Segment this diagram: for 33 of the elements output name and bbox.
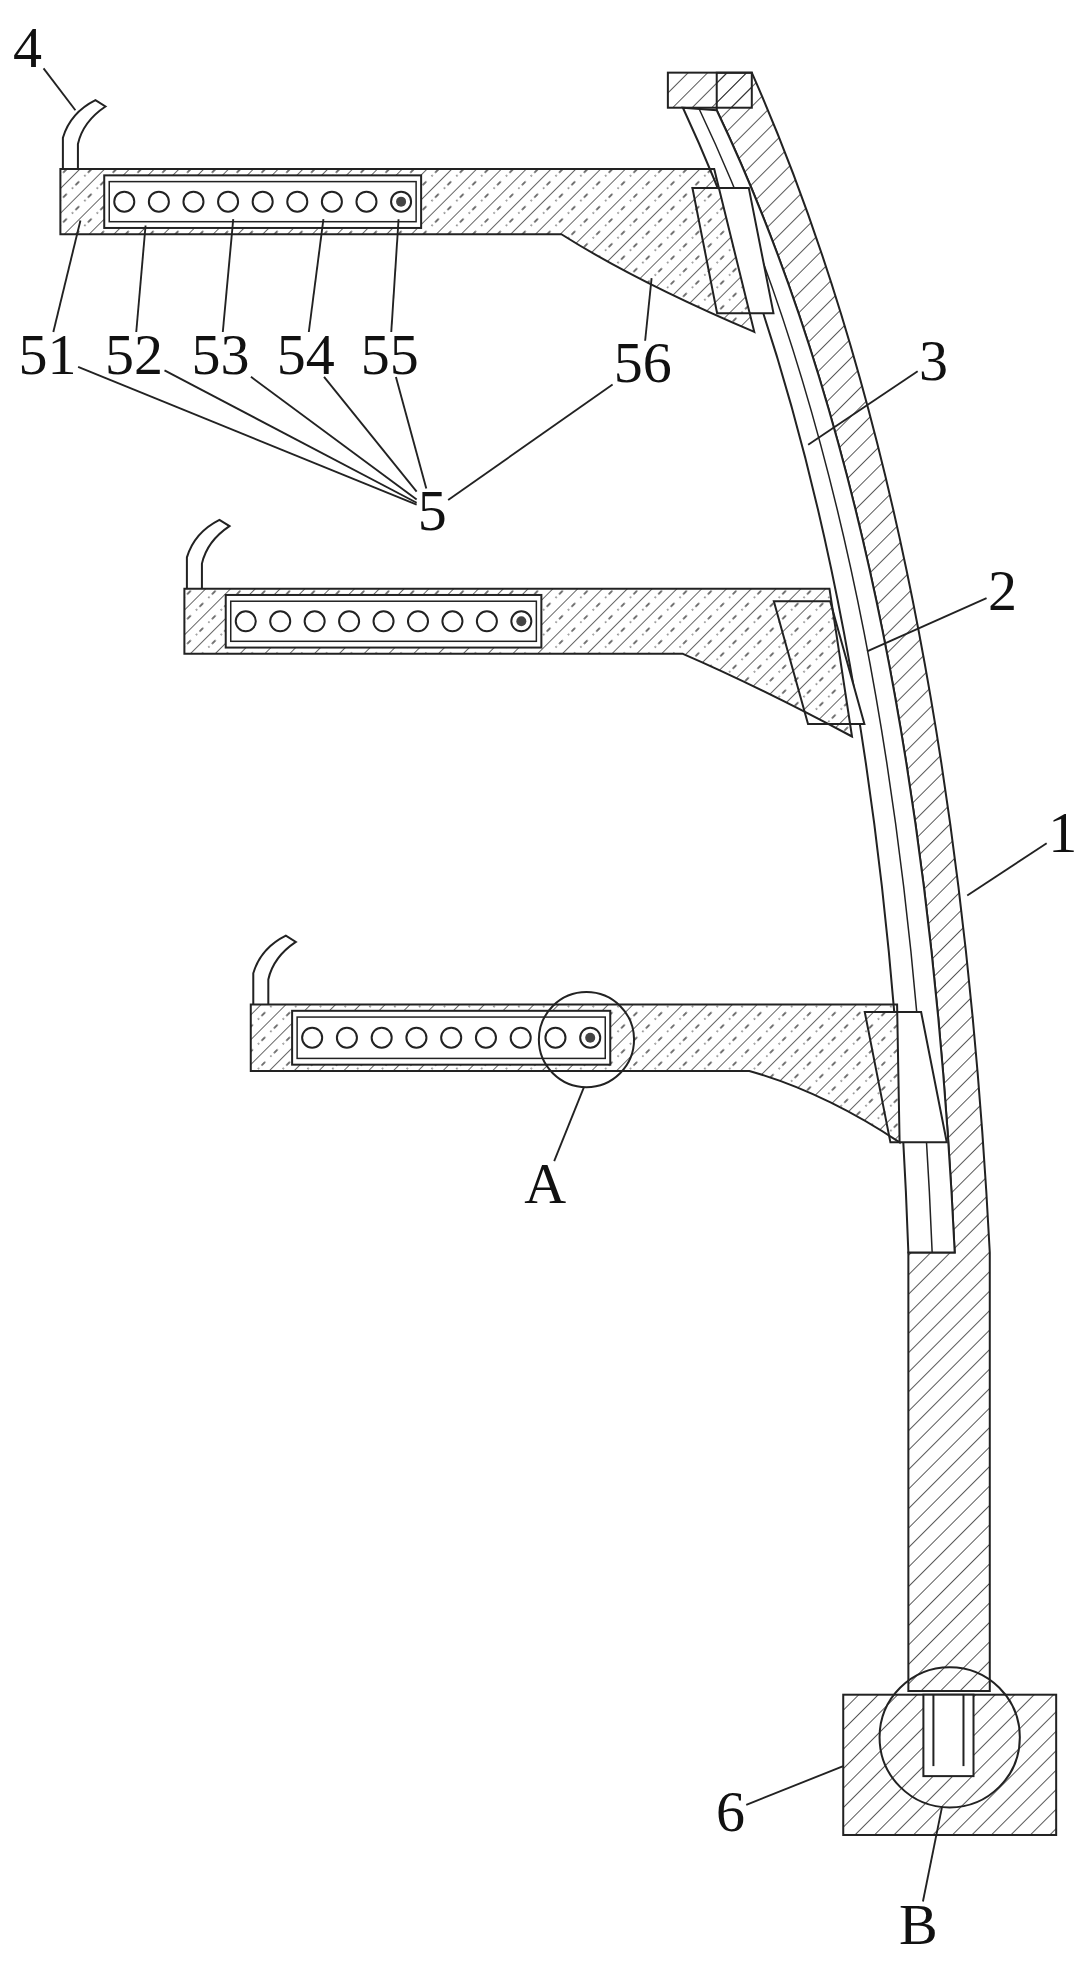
callout-number: 6 [716,1782,746,1843]
leader-line [77,365,418,506]
leader-line [745,1765,845,1806]
leader-line [52,219,82,333]
leader-line [807,370,919,446]
leader-line [553,1086,585,1163]
callout-number: B [899,1894,938,1955]
callout-number: 4 [13,17,43,78]
leader-line [866,597,988,653]
callout-number: 53 [191,324,250,385]
callout-number: 54 [276,324,335,385]
leader-line [307,218,325,333]
callout-number: A [524,1154,566,1215]
callout-number: 5 [417,481,447,542]
leader-line [390,218,400,333]
leader-line [250,375,418,501]
leader-line [966,842,1048,897]
callout-number: 3 [919,330,949,391]
callout-number: 56 [613,333,672,394]
leader-line [163,369,418,504]
callout-number: 1 [1048,803,1078,864]
callout-number: 55 [360,324,419,385]
leader-line [447,383,614,501]
leader-line [395,376,428,490]
leader-line [323,376,418,493]
leader-line [922,1805,944,1903]
leader-line [135,224,147,333]
leader-line [221,218,235,333]
callout-number: 2 [988,561,1018,622]
callout-number: 52 [105,324,164,385]
leader-line [42,67,77,112]
callout-number: 51 [18,324,77,385]
leader-line [644,277,653,342]
